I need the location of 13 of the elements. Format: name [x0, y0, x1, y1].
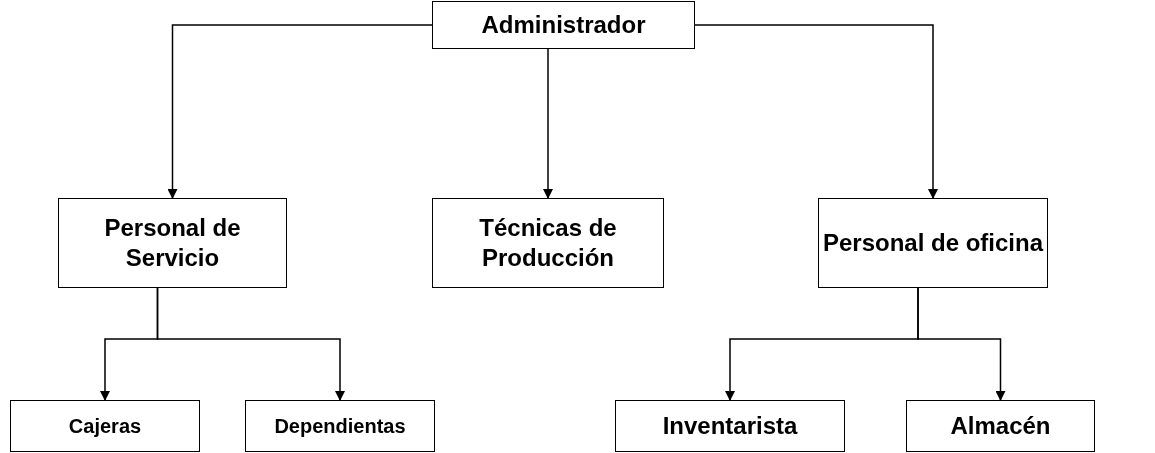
org-box: Técnicas de Producción [432, 198, 664, 288]
org-box: Inventarista [615, 400, 845, 452]
org-box: Administrador [432, 1, 695, 49]
connector-arrow [167, 24, 433, 199]
connector-arrow [917, 287, 1006, 401]
org-box: Personal de Servicio [58, 198, 287, 288]
org-box: Cajeras [10, 400, 200, 452]
org-box: Dependientas [245, 400, 435, 452]
org-box: Personal de oficina [818, 198, 1048, 288]
org-box: Almacén [906, 400, 1095, 452]
connector-arrow [694, 24, 938, 199]
connector-arrow [156, 287, 345, 401]
connector-arrow [543, 48, 553, 199]
